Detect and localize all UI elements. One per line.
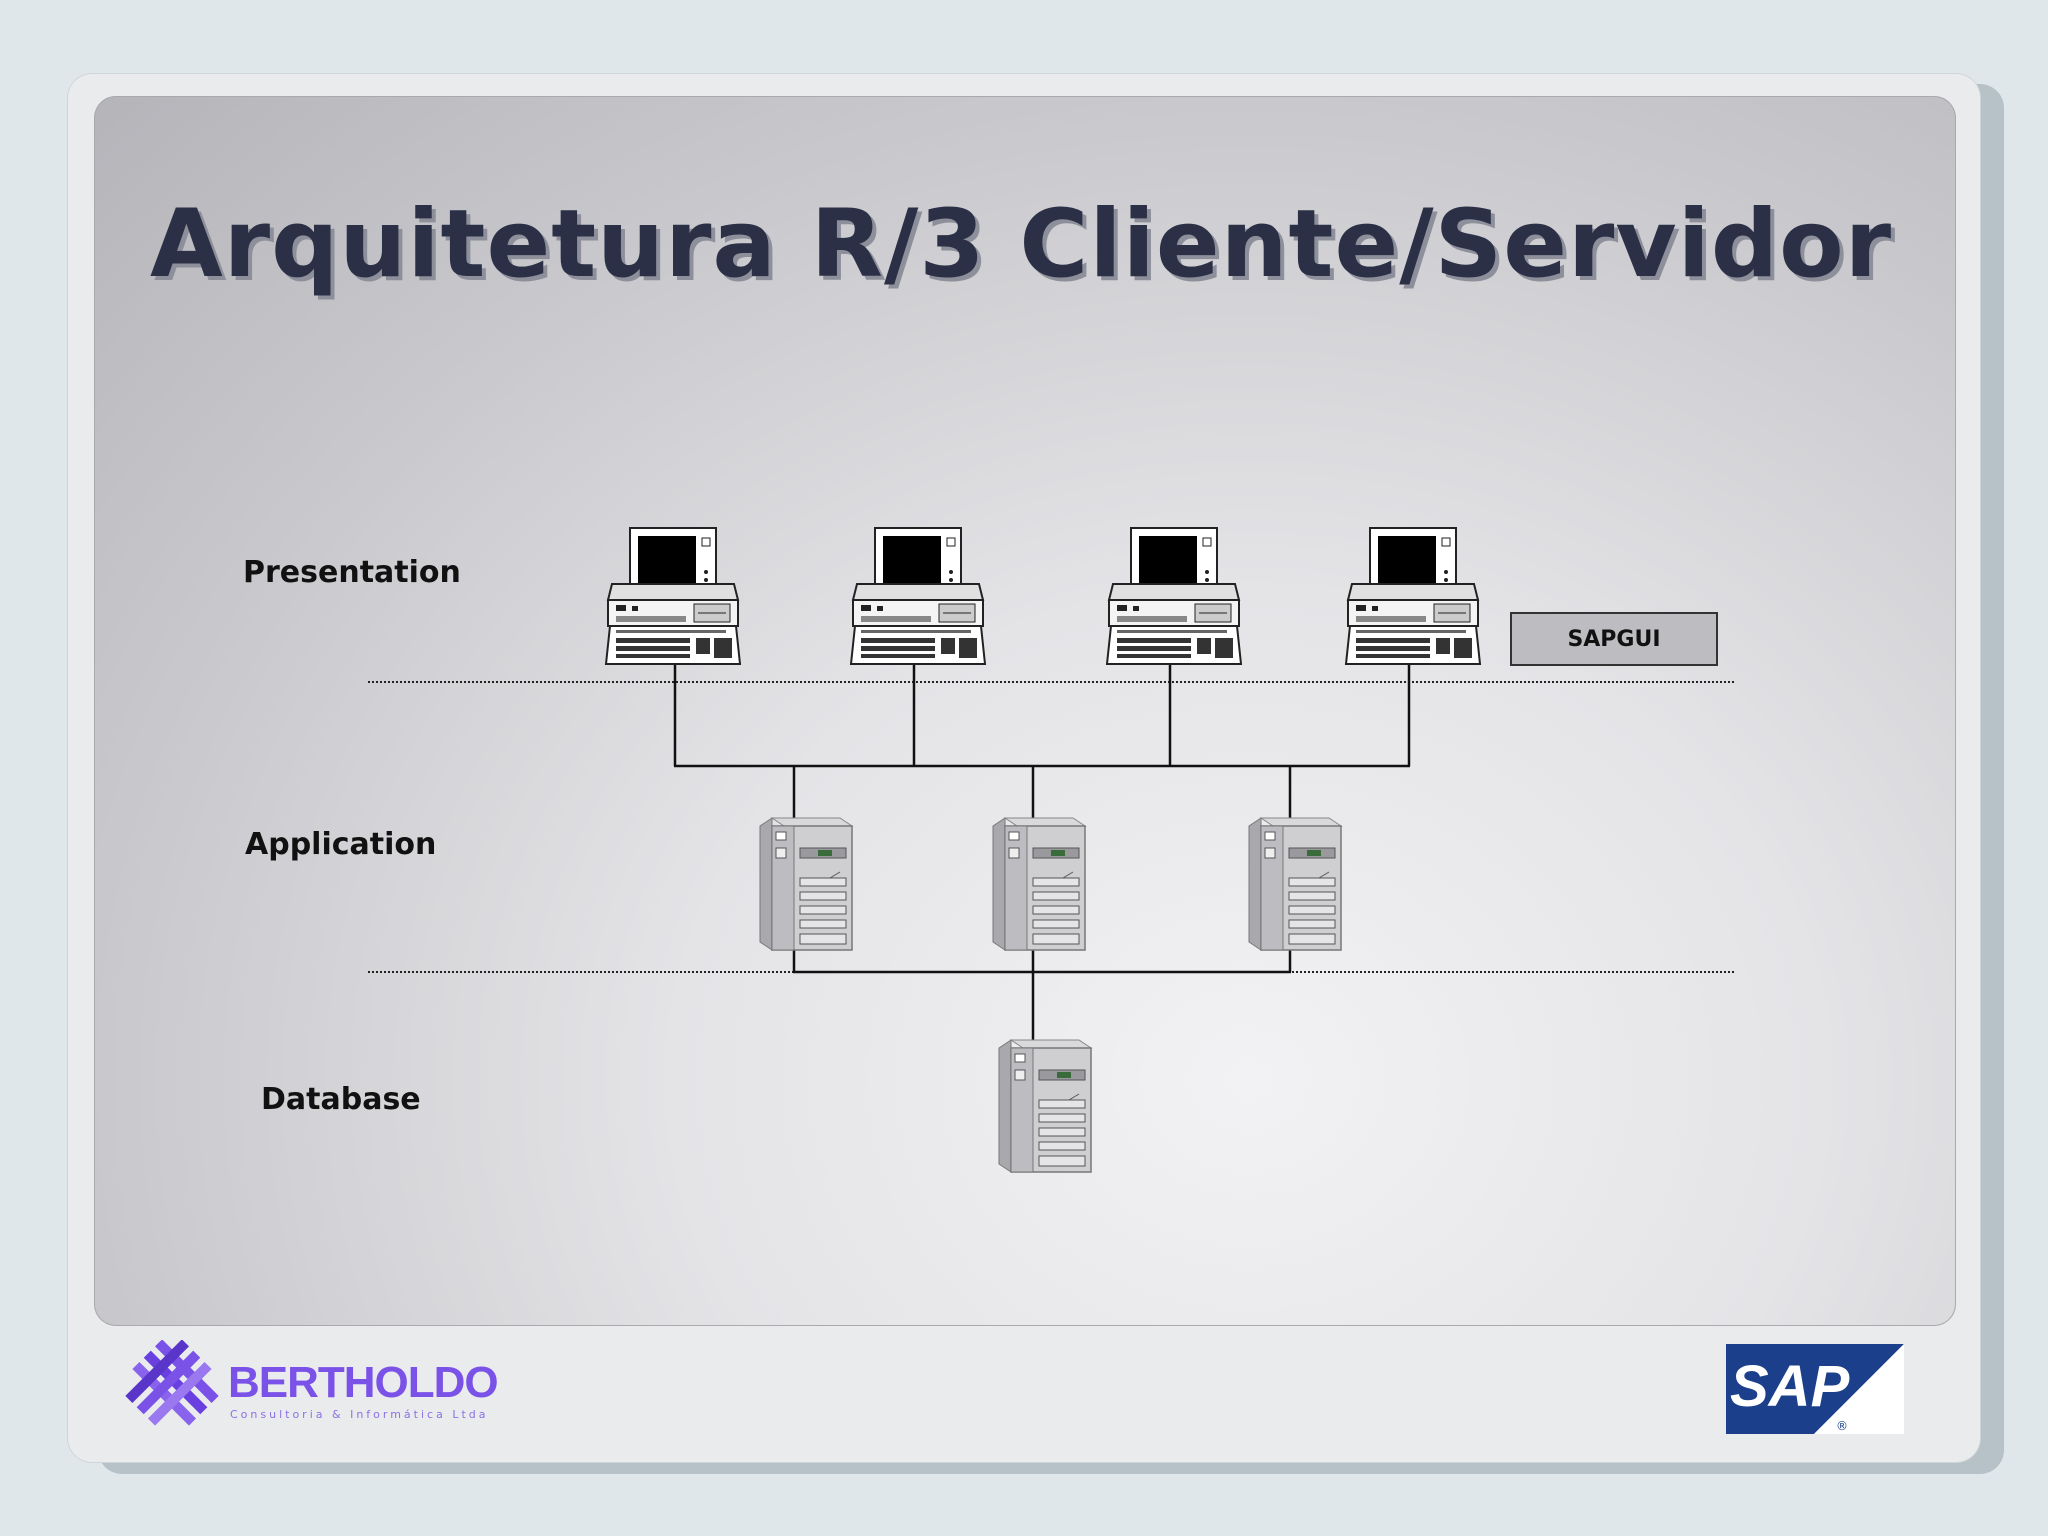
presentation-workstation-icon	[850, 527, 986, 665]
sapgui-label-box: SAPGUI	[1510, 612, 1718, 666]
application-server-icon	[992, 817, 1086, 951]
database-server-icon	[998, 1039, 1092, 1173]
client-network-bus	[673, 655, 1411, 820]
sap-logo-icon: SAP ®	[1726, 1344, 1904, 1434]
svg-text:®: ®	[1836, 1419, 1848, 1433]
bertholdo-logo: BERTHOLDO Consultoria & Informática Ltda	[124, 1336, 499, 1436]
server-network-bus	[792, 945, 1292, 1040]
bertholdo-emblem-icon	[125, 1340, 219, 1426]
tier-label-database: Database	[261, 1082, 421, 1117]
presentation-workstation-icon	[1106, 527, 1242, 665]
presentation-workstation-icon	[1345, 527, 1481, 665]
tier-label-application: Application	[245, 827, 437, 862]
sap-logo: SAP ®	[1726, 1344, 1904, 1434]
application-server-icon	[759, 817, 853, 951]
bertholdo-company-name: BERTHOLDO	[228, 1358, 499, 1407]
tier-label-presentation: Presentation	[243, 555, 461, 590]
sap-logo-text: SAP	[1730, 1354, 1850, 1419]
application-server-icon	[1248, 817, 1342, 951]
slide-title: Arquitetura R/3 Cliente/Servidor	[150, 190, 1893, 299]
presentation-workstation-icon	[605, 527, 741, 665]
bertholdo-company-tagline: Consultoria & Informática Ltda	[230, 1408, 489, 1421]
